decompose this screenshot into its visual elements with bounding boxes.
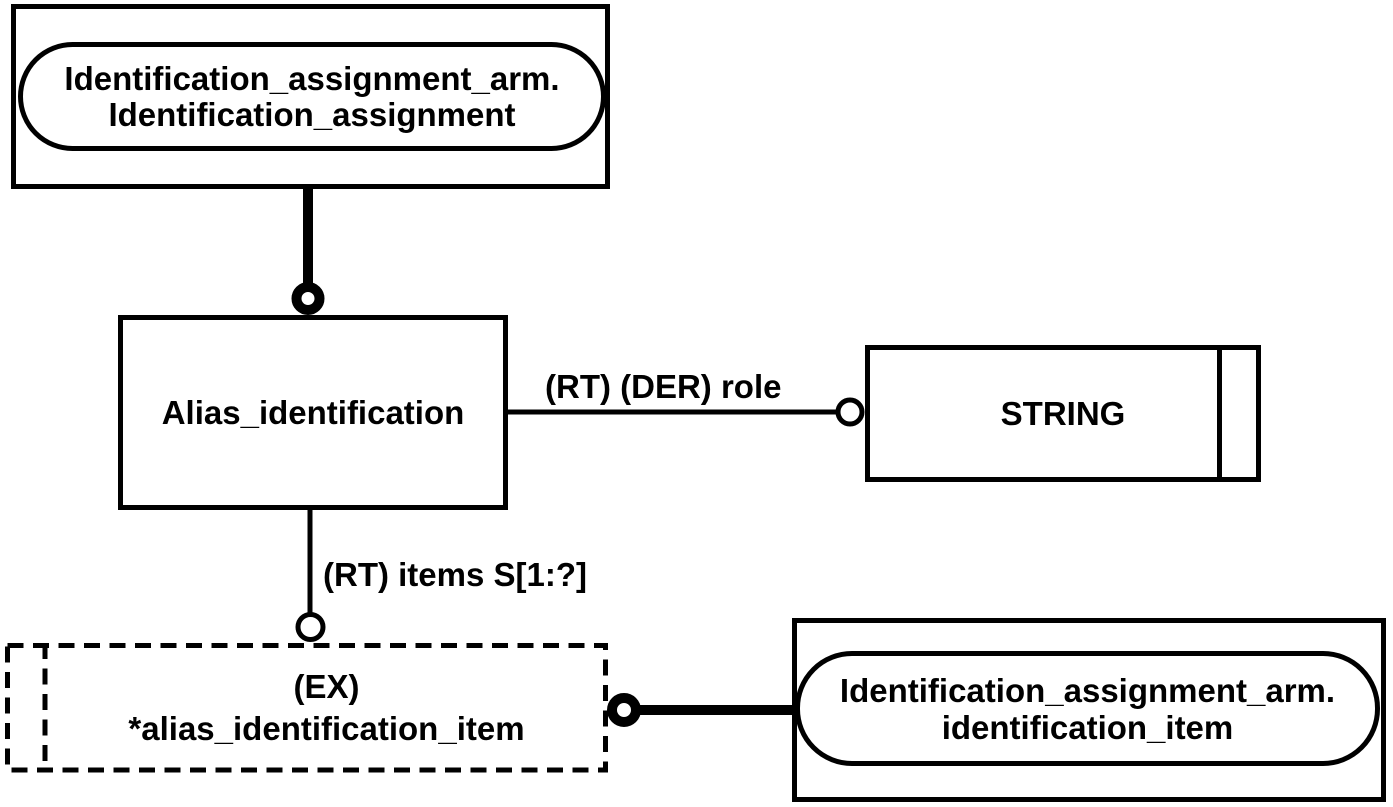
ref-bottom-line1: Identification_assignment_arm. [839, 671, 1336, 709]
select-type-alias-identification-item-text: (EX) *alias_identification_item [45, 643, 608, 772]
open-circle-bottom-thick [607, 693, 641, 727]
simple-type-right-bar [1217, 350, 1222, 477]
select-type-dashed-box [5, 643, 608, 773]
simple-type-string-label: STRING [1000, 394, 1126, 432]
interschema-ref-identification-item: Identification_assignment_arm. identific… [795, 651, 1380, 766]
select-type-line2: *alias_identification_item [128, 709, 525, 747]
open-circle-items [295, 612, 326, 642]
entity-alias-identification-label: Alias_identification [161, 393, 465, 431]
interschema-ref-identification-assignment: Identification_assignment_arm. Identific… [18, 42, 606, 151]
open-circle-top-thick [291, 282, 325, 315]
items-attribute-label: (RT) items S[1:?] [323, 556, 587, 593]
simple-type-string: STRING [865, 345, 1261, 482]
select-type-line1: (EX) [293, 667, 360, 705]
ref-top-line1: Identification_assignment_arm. [64, 59, 560, 97]
ref-bottom-line2: identification_item [941, 708, 1234, 746]
role-attribute-label: (RT) (DER) role [545, 368, 782, 405]
entity-alias-identification: Alias_identification [118, 315, 508, 510]
open-circle-role [835, 397, 865, 427]
ref-top-line2: Identification_assignment [108, 95, 516, 133]
